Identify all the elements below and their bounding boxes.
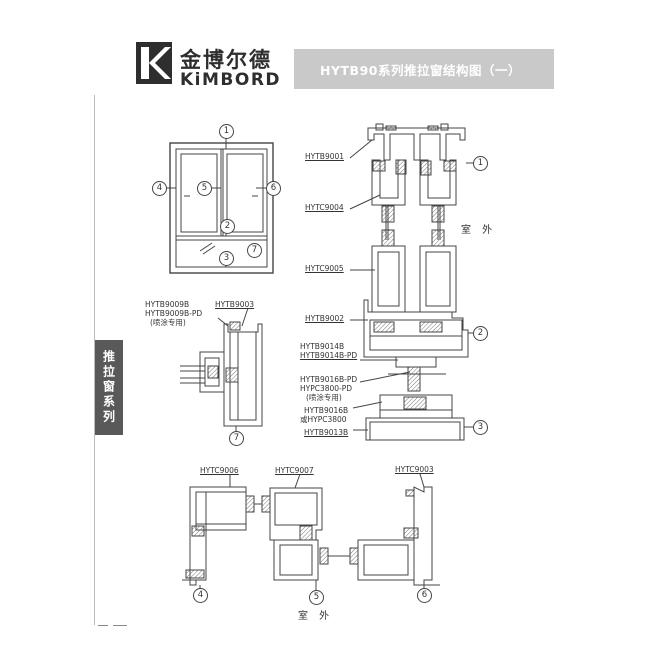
label-hytb9013b: HYTB9013B [304, 428, 349, 437]
callout-1: 1 [219, 124, 234, 139]
label-hytc9004: HYTC9004 [305, 203, 344, 212]
label-or-hypc3800: 或HYPC3800 [300, 415, 347, 424]
side-tab: 推拉窗系列 [95, 340, 123, 435]
footer-mark [113, 625, 127, 626]
callout-4: 4 [193, 588, 208, 603]
detail-7-section [180, 307, 263, 432]
callout-5: 5 [309, 590, 324, 605]
callout-7: 7 [229, 431, 244, 446]
label-hytc9005: HYTC9005 [305, 264, 344, 273]
label-hytb9014b-pd: HYTB9014B-PD [300, 351, 358, 360]
label-hytc9007: HYTC9007 [275, 466, 314, 475]
brand-name-english: KiMBORD [180, 70, 282, 90]
callout-3: 3 [219, 251, 234, 266]
label-hytb9002: HYTB9002 [305, 314, 345, 323]
callout-1: 1 [473, 156, 488, 171]
callout-5: 5 [197, 181, 212, 196]
label-hytb9003: HYTB9003 [215, 300, 255, 309]
callout-6: 6 [417, 588, 432, 603]
callout-7: 7 [247, 243, 262, 258]
page-title: HYTB90系列推拉窗结构图（一） [320, 63, 521, 78]
label-hypc3800-pd: HYPC3800-PD [300, 384, 353, 393]
label-spray-note: (喷涂专用) [150, 318, 186, 327]
horizontal-section [182, 473, 440, 592]
left-margin-rule [94, 95, 95, 625]
vertical-section [349, 123, 474, 441]
label-outdoor: 室 外 [298, 611, 334, 622]
label-hytb9014b: HYTB9014B [300, 342, 345, 351]
side-tab-label: 推拉窗系列 [101, 350, 116, 425]
callout-2: 2 [473, 326, 488, 341]
label-hytb9001: HYTB9001 [305, 152, 345, 161]
label-hytc9006: HYTC9006 [200, 466, 239, 475]
footer-mark [98, 625, 108, 626]
callout-4: 4 [152, 181, 167, 196]
label-hytb9016b-pd: HYTB9016B-PD [300, 375, 358, 384]
brand-name-chinese: 金博尔德 [180, 48, 272, 72]
callout-2: 2 [220, 219, 235, 234]
label-hytb9009b: HYTB9009B [145, 300, 190, 309]
title-bar: HYTB90系列推拉窗结构图（一） [294, 49, 554, 89]
label-hytb9009b-pd: HYTB9009B-PD [145, 309, 203, 318]
label-hytc9003: HYTC9003 [395, 465, 434, 474]
callout-3: 3 [473, 420, 488, 435]
kimbord-logo-icon [135, 41, 173, 85]
callout-6: 6 [266, 181, 281, 196]
label-spray-note: (喷涂专用) [306, 393, 342, 402]
label-hytb9016b: HYTB9016B [304, 406, 349, 415]
label-outdoor: 室 外 [461, 225, 497, 236]
